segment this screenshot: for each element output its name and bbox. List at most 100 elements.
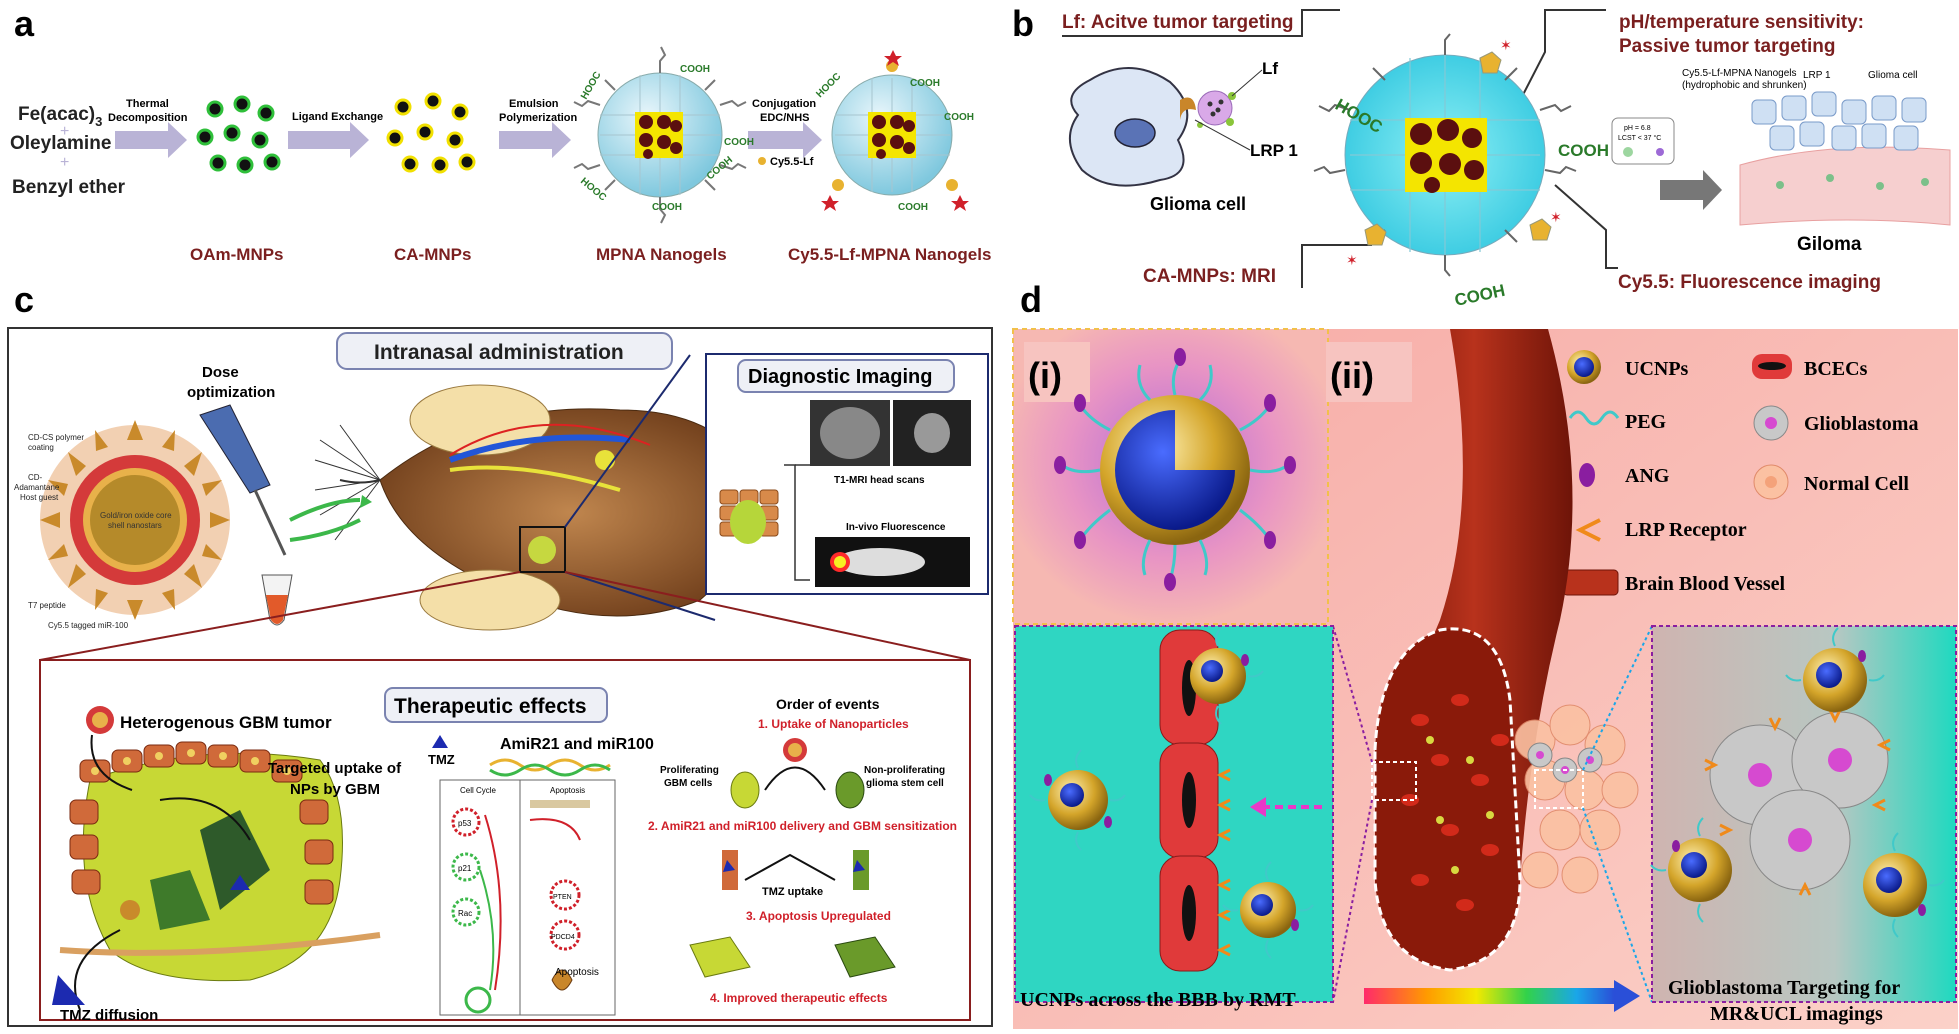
invivo-label: In-vivo Fluorescence bbox=[846, 522, 946, 533]
tmz-uptake: TMZ uptake bbox=[762, 886, 823, 898]
mouse-illustration bbox=[289, 384, 762, 631]
ph-title-1: pH/temperature sensitivity: bbox=[1619, 12, 1864, 33]
apoptosis-label: Apoptosis bbox=[555, 967, 599, 978]
dose-label: Dose bbox=[202, 364, 239, 381]
panel-a-letter: a bbox=[14, 3, 35, 44]
step-conjugation: Conjugation bbox=[752, 98, 816, 110]
tumor-cluster bbox=[1514, 704, 1639, 894]
arrow-conjugation bbox=[748, 122, 822, 158]
legend-glioblastoma: Glioblastoma bbox=[1804, 413, 1918, 435]
label-ii: (ii) bbox=[1330, 355, 1374, 396]
step-emulsion: Emulsion bbox=[509, 98, 559, 110]
cy55-fluorescence: Cy5.5: Fluorescence imaging bbox=[1618, 272, 1881, 293]
inset-title-1: Cy5.5-Lf-MPNA Nanogels bbox=[1682, 68, 1797, 79]
arrow-thermal bbox=[115, 122, 187, 158]
cooh-label-b2: COOH bbox=[1453, 281, 1507, 310]
therapeutic-title-box bbox=[384, 687, 608, 723]
panel-b-letter: b bbox=[1012, 3, 1034, 44]
step-edc: EDC/NHS bbox=[760, 112, 810, 124]
product-mpna: MPNA Nanogels bbox=[596, 245, 727, 264]
product-cy-lf: Cy5.5-Lf-MPNA Nanogels bbox=[788, 245, 991, 264]
nanostar-particle: Gold/iron oxide core shell nanostars bbox=[40, 420, 230, 620]
nanogel-b: ✶ ✶ ✶ bbox=[1313, 33, 1577, 277]
np-label: CD- bbox=[28, 473, 43, 482]
lf-label: Lf bbox=[1262, 59, 1278, 78]
np-label: Host guest bbox=[20, 493, 59, 502]
hetero-label: Heterogenous GBM tumor bbox=[120, 713, 332, 732]
product-ca: CA-MNPs bbox=[394, 245, 471, 264]
lrp-label: LRP 1 bbox=[1250, 141, 1298, 160]
np-label: Cy5.5 tagged miR-100 bbox=[48, 621, 129, 630]
targeted-label: Targeted uptake of bbox=[268, 760, 402, 777]
cooh-label: COOH bbox=[680, 64, 710, 75]
t1-label: T1-MRI head scans bbox=[834, 475, 925, 486]
legend-bcecs: BCECs bbox=[1804, 358, 1868, 380]
apoptosis-title: Apoptosis bbox=[550, 786, 585, 795]
np-label: CD-CS polymer bbox=[28, 433, 84, 442]
np-core-label: Gold/iron oxide core bbox=[100, 511, 172, 520]
rainbow-arrow bbox=[1364, 988, 1614, 1004]
event-4: 4. Improved therapeutic effects bbox=[710, 991, 888, 1005]
star-icon: ✶ bbox=[1550, 209, 1562, 225]
legend-lrp: LRP Receptor bbox=[1625, 519, 1747, 541]
glioma-cell-label: Glioma cell bbox=[1150, 194, 1246, 214]
plus-sign: + bbox=[60, 123, 69, 140]
event-3: 3. Apoptosis Upregulated bbox=[746, 909, 891, 923]
prolif-label-2: GBM cells bbox=[664, 778, 713, 789]
np-label: coating bbox=[28, 443, 54, 452]
arrow-giloma bbox=[1660, 170, 1722, 210]
cooh-label: COOH bbox=[898, 202, 928, 213]
cooh-label: COOH bbox=[724, 137, 754, 148]
cooh-label: COOH bbox=[944, 112, 974, 123]
step-thermal: Thermal bbox=[126, 98, 169, 110]
tmz-triangle bbox=[52, 975, 85, 1005]
nonprolif-label-2: glioma stem cell bbox=[866, 778, 944, 789]
star-icon: ✶ bbox=[1500, 37, 1512, 53]
inset-lrp: LRP 1 bbox=[1803, 70, 1831, 81]
panel-b: b Lf: Acitve tumor targeting pH/temperat… bbox=[1012, 3, 1951, 310]
lf-title: Lf: Acitve tumor targeting bbox=[1062, 12, 1294, 33]
panel-c: c Intranasal administration Dose optimiz… bbox=[7, 279, 993, 1027]
cell-cycle-box bbox=[439, 779, 521, 1016]
gene-label: PDCD4 bbox=[551, 934, 575, 941]
glio-caption-2: MR&UCL imagings bbox=[1710, 1003, 1883, 1025]
hooc-label: HOOC bbox=[814, 71, 843, 100]
order-title: Order of events bbox=[776, 696, 880, 712]
gene-stars: p53 p21 Rac PTEN PDCD4 bbox=[451, 807, 581, 951]
panel-d: d (i) (ii) bbox=[1012, 279, 1958, 1029]
diagnostic-title-box bbox=[737, 359, 955, 393]
hooc-label: HOOC bbox=[578, 176, 608, 204]
ucnp-large bbox=[1054, 348, 1296, 591]
glioma-cell-illustration bbox=[1069, 67, 1236, 187]
ca-connector bbox=[1301, 244, 1372, 288]
legend-normal: Normal Cell bbox=[1804, 473, 1909, 495]
step-polymerization: Polymerization bbox=[499, 112, 578, 124]
panel-a: a Fe(acac)3 + Oleylamine + Benzyl ether … bbox=[10, 3, 991, 264]
cell-cycle-title: Cell Cycle bbox=[460, 786, 497, 795]
bbb-caption: UCNPs across the BBB by RMT bbox=[1020, 989, 1296, 1011]
label-i-box bbox=[1024, 342, 1090, 402]
ph-box-2: LCST < 37 °C bbox=[1618, 134, 1661, 142]
label-ii-box bbox=[1326, 342, 1412, 402]
bcec-column bbox=[1159, 629, 1231, 972]
pipette-icon bbox=[199, 404, 287, 556]
cooh-label: COOH bbox=[652, 202, 682, 213]
event-2: 2. AmiR21 and miR100 delivery and GBM se… bbox=[648, 819, 957, 833]
mpna-nanogel: HOOC COOH COOH HOOC COOH COOH bbox=[573, 46, 754, 224]
ca-mnps-cluster bbox=[386, 92, 476, 174]
reagent-benzyl: Benzyl ether bbox=[12, 177, 126, 198]
np-label: T7 peptide bbox=[28, 601, 66, 610]
plus-sign: + bbox=[60, 154, 69, 171]
legend-peg: PEG bbox=[1625, 411, 1667, 433]
nonprolif-label: Non-proliferating bbox=[864, 765, 945, 776]
lf-connector bbox=[1062, 9, 1340, 37]
tmz-icon bbox=[432, 735, 448, 748]
ucnp-small-group bbox=[1029, 627, 1314, 959]
product-oam: OAm-MNPs bbox=[190, 245, 284, 264]
inset-title-2: (hydrophobic and shrunken) bbox=[1682, 80, 1807, 91]
event-1: 1. Uptake of Nanoparticles bbox=[758, 717, 909, 731]
intranasal-box bbox=[336, 332, 673, 370]
cy-label: Cy5.5-Lf bbox=[770, 156, 814, 168]
np-label: Adamantane bbox=[14, 483, 60, 492]
